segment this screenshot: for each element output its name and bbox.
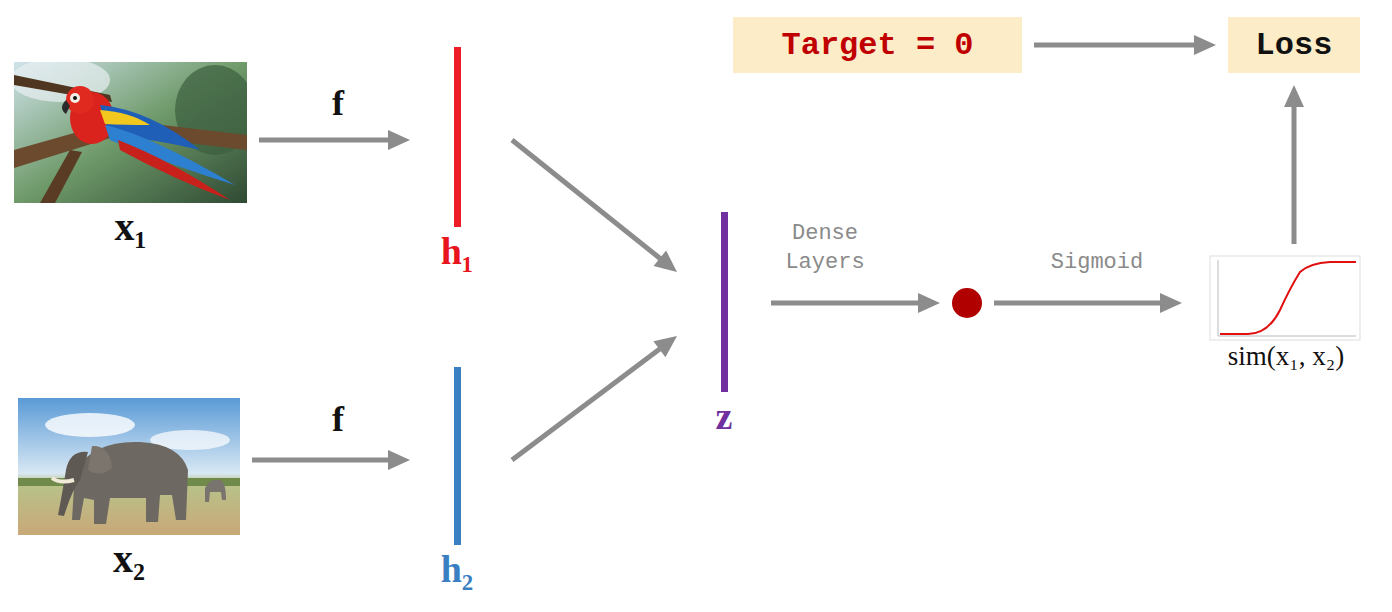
embedding-bar: h₁ (422, 47, 492, 273)
picture-area (18, 398, 240, 535)
picture-area (1200, 256, 1372, 340)
function-label: f (332, 84, 344, 124)
vector-bar (454, 367, 461, 545)
picture-area (14, 62, 247, 203)
activation-label: Sigmoid (1051, 249, 1143, 278)
arrow-connector (1034, 35, 1216, 55)
arrow-connector (512, 336, 677, 460)
input-image: x₁ (14, 62, 247, 249)
merged-vector: z (689, 212, 759, 438)
arrow-connector (512, 140, 677, 272)
vector-bar (721, 212, 728, 392)
arrow-connector (252, 450, 410, 470)
output-dot (952, 288, 982, 318)
parrot-photo (14, 62, 247, 203)
box-label: Loss (1256, 27, 1333, 64)
elephant-photo (18, 398, 240, 535)
loss-box: Loss (1228, 17, 1360, 73)
box-label: Target = 0 (781, 27, 973, 64)
arrow-connector (771, 293, 940, 313)
embedding-bar: h₂ (422, 367, 492, 591)
vector-label: sim(x₁, x₂) (1200, 342, 1372, 372)
arrow-connector (1284, 85, 1304, 244)
vector-label: h₁ (422, 231, 492, 273)
target-box: Target = 0 (733, 17, 1022, 73)
vector-label: x₂ (18, 537, 240, 581)
vector-label: z (689, 396, 759, 438)
layer-label: Dense Layers (750, 220, 900, 277)
sigmoid-output: sim(x₁, x₂) (1200, 256, 1372, 372)
vector-label: h₂ (422, 549, 492, 591)
function-label: f (332, 400, 344, 440)
arrow-connector (259, 130, 410, 150)
vector-bar (454, 47, 461, 227)
vector-label: x₁ (14, 205, 247, 249)
sigmoid-plot (1210, 256, 1360, 340)
input-image: x₂ (18, 398, 240, 581)
arrow-connector (994, 293, 1182, 313)
